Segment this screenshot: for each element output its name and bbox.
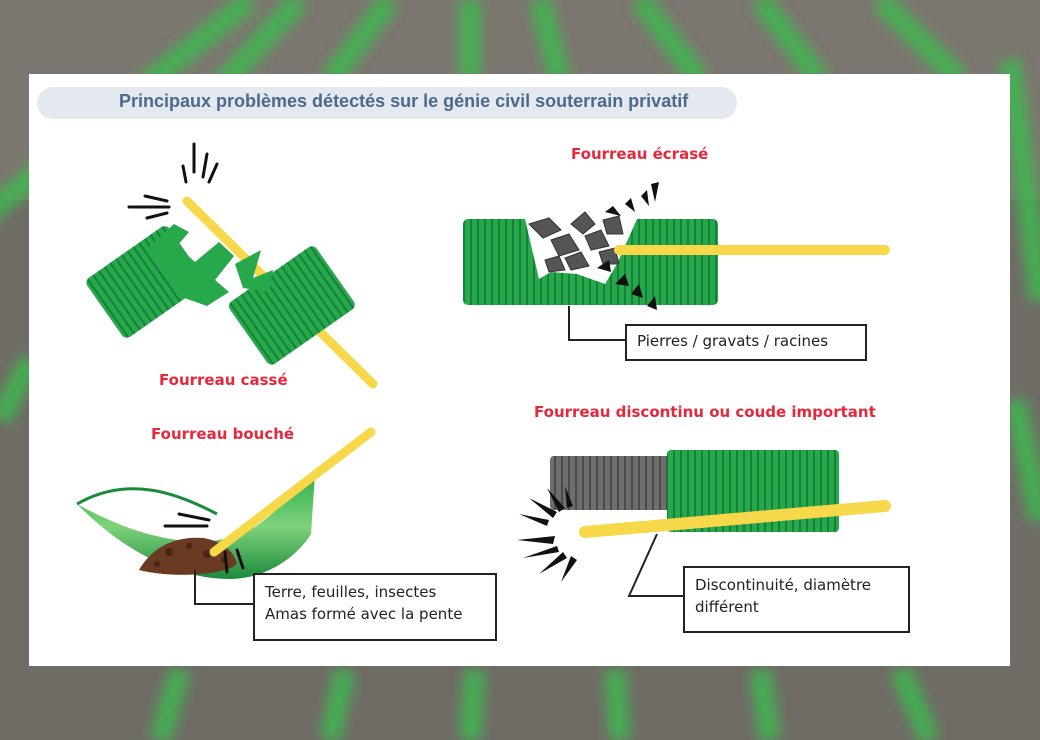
rod: [579, 500, 891, 538]
illustrations: [76, 142, 891, 605]
diagram-card: Principaux problèmes détectés sur le gén…: [29, 74, 1010, 666]
label-fourreau-casse: Fourreau cassé: [159, 371, 288, 389]
callout-line: Pierres / gravats / racines: [637, 332, 829, 350]
discontinuous-pipe-illustration: [517, 450, 891, 597]
label-fourreau-discontinu: Fourreau discontinu ou coude important: [534, 403, 876, 421]
callout-discontinu: Discontinuité, diamètre différent: [683, 566, 910, 633]
crushed-pipe-illustration: [463, 182, 890, 341]
label-fourreau-ecrase: Fourreau écrasé: [571, 145, 709, 163]
callout-line: Amas formé avec la pente: [265, 605, 463, 623]
rod: [209, 427, 376, 557]
callout-ecrase: Pierres / gravats / racines: [625, 324, 867, 361]
callout-bouche: Terre, feuilles, insectes Amas formé ave…: [253, 573, 497, 641]
callout-line: différent: [695, 598, 759, 616]
page-title: Principaux problèmes détectés sur le gén…: [119, 91, 689, 111]
broken-pipe-illustration: [86, 142, 378, 389]
callout-line: Discontinuité, diamètre: [695, 576, 872, 594]
callout-line: Terre, feuilles, insectes: [265, 583, 437, 601]
title-pill: [37, 87, 737, 119]
blocked-pipe-illustration: [76, 427, 376, 605]
label-fourreau-bouche: Fourreau bouché: [151, 425, 295, 443]
